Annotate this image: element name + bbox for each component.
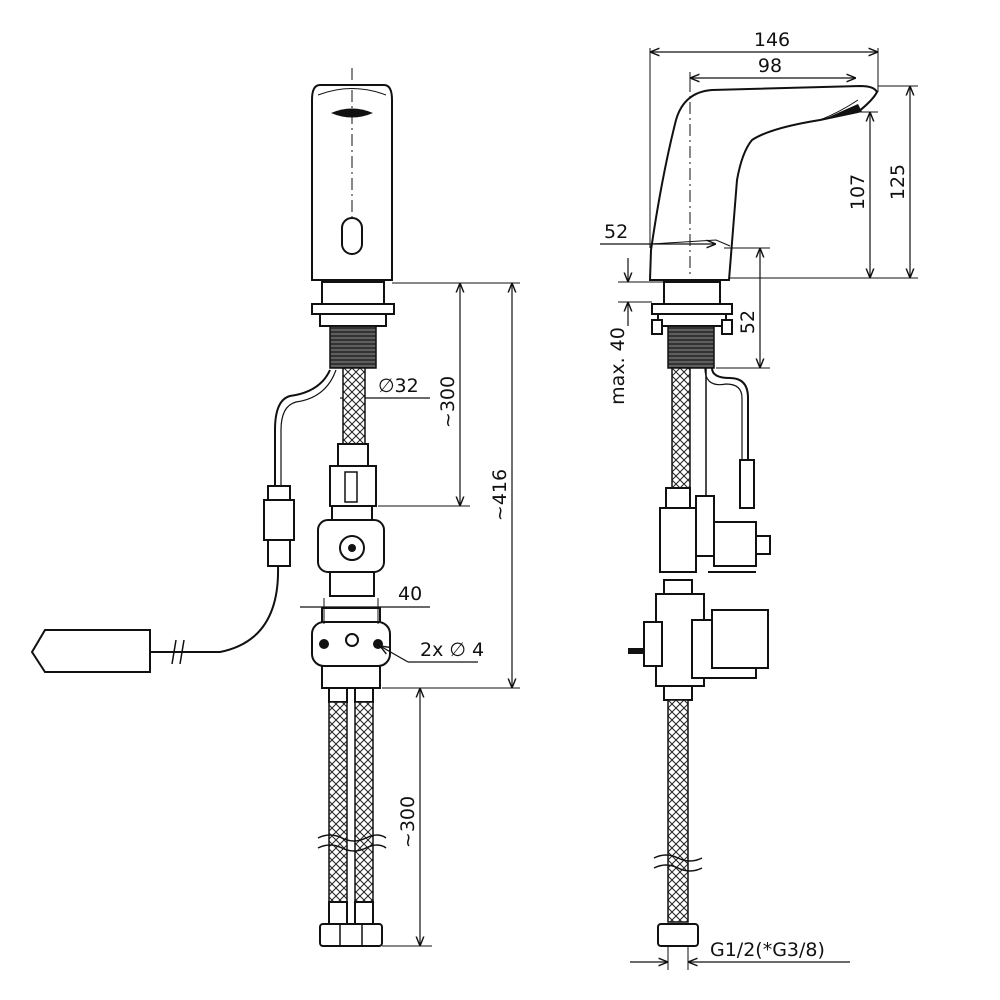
base-side	[651, 281, 733, 369]
dimension-bracket: 40	[300, 583, 430, 624]
dim-holes-text: 2x ∅ 4	[420, 639, 484, 661]
lower-hoses	[317, 687, 387, 947]
dim-bore-text: ∅32	[378, 375, 419, 397]
dimension-overall: ~416	[382, 282, 520, 689]
dim-reach-text: 146	[754, 29, 790, 51]
dim-spout-text: 98	[758, 55, 782, 77]
front-view: ∅32 ~300 ~416 40 2x ∅ 4	[30, 68, 520, 947]
bracket-side	[628, 579, 769, 701]
dim-height-spout-text: 107	[847, 174, 869, 210]
dimension-holes: 2x ∅ 4	[380, 639, 484, 663]
dim-deck-text: max. 40	[607, 327, 629, 405]
valve-side	[659, 487, 771, 573]
dim-thread-text: G1/2(*G3/8)	[710, 939, 825, 961]
dimension-deck: max. 40	[607, 258, 664, 405]
dim-hose-lower-text: ~300	[397, 796, 419, 848]
mounting-base	[311, 281, 395, 369]
side-view: 146 98 125 107 52	[600, 29, 918, 970]
faucet-body-front	[311, 68, 393, 281]
dim-base-text: 52	[604, 221, 628, 243]
dim-shank-text: 52	[737, 310, 759, 334]
dim-overall-text: ~416	[489, 469, 511, 521]
upper-hoses	[329, 367, 377, 507]
dimension-spout: 98	[689, 55, 856, 84]
sensor-cable	[150, 369, 337, 665]
dimension-hose-lower: ~300	[382, 687, 432, 947]
dimension-base: 52	[600, 221, 716, 244]
dimension-thread: G1/2(*G3/8)	[630, 939, 850, 970]
side-hose	[671, 367, 755, 509]
battery-box	[30, 629, 151, 673]
faucet-body-side	[648, 80, 879, 281]
valve-block	[317, 505, 385, 597]
dimension-hose-upper: ~300	[378, 282, 470, 507]
dimension-shank: 52	[716, 247, 770, 369]
dimension-bore: ∅32	[340, 375, 430, 399]
lower-hose-side	[653, 699, 703, 947]
dimension-reach: 146	[649, 29, 879, 248]
dim-height-total-text: 125	[887, 164, 909, 200]
dim-hose-upper-text: ~300	[437, 376, 459, 428]
dim-bracket-text: 40	[398, 583, 422, 605]
dimension-height-spout: 107	[847, 111, 878, 278]
mounting-bracket	[311, 607, 391, 689]
